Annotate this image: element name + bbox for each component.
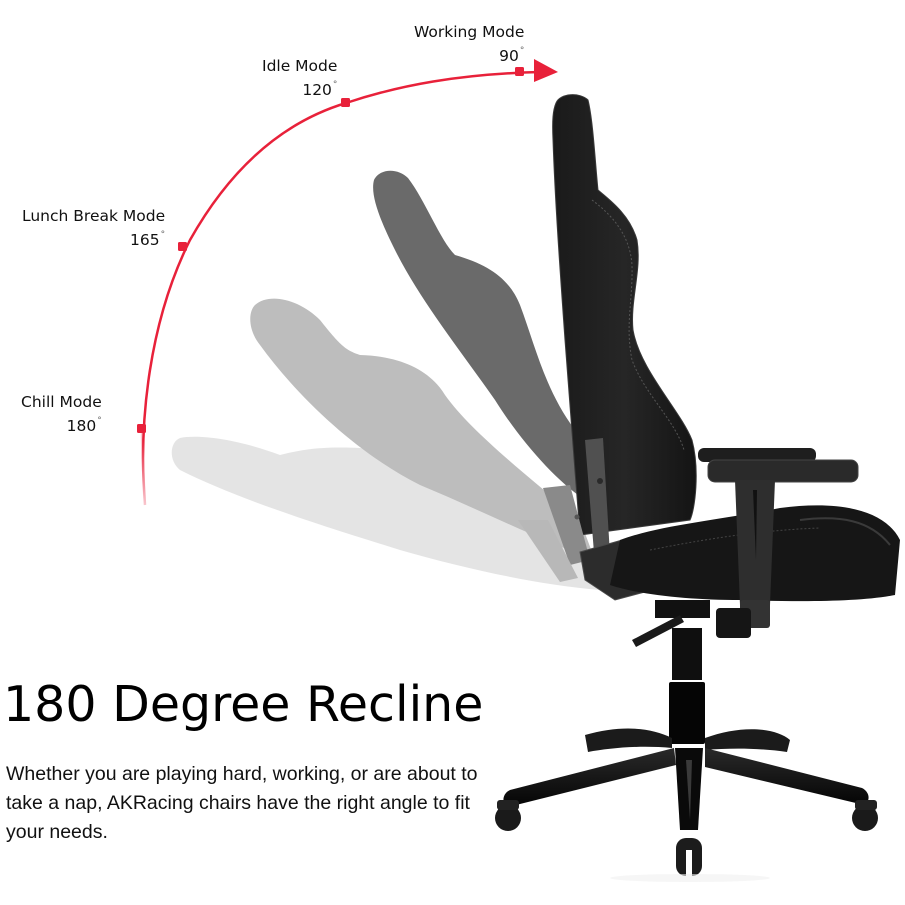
mode-angle: 165° xyxy=(130,230,166,249)
mode-name: Lunch Break Mode xyxy=(22,207,166,225)
chair-casters xyxy=(495,800,878,882)
mode-label-working: Working Mode 90° xyxy=(414,23,524,66)
chair-mechanism xyxy=(632,600,751,744)
chair-backrest xyxy=(552,94,697,536)
mode-angle: 90° xyxy=(499,46,525,65)
mode-label-idle: Idle Mode 120° xyxy=(262,57,337,100)
recline-arc xyxy=(137,59,558,506)
ghost-backrest-120 xyxy=(373,170,585,501)
mode-name: Chill Mode xyxy=(21,393,102,411)
mode-label-lunch-break: Lunch Break Mode 165° xyxy=(22,207,165,250)
ghost-backrest-180 xyxy=(171,436,600,590)
mode-name: Idle Mode xyxy=(262,57,338,75)
chair-armrest xyxy=(698,448,859,628)
mode-label-chill: Chill Mode 180° xyxy=(21,393,102,436)
body-copy: Whether you are playing hard, working, o… xyxy=(6,763,478,843)
chair-base xyxy=(503,728,869,830)
marker-120 xyxy=(341,98,350,107)
marker-180 xyxy=(137,424,146,433)
mode-angle: 180° xyxy=(66,416,102,435)
marker-165 xyxy=(178,242,187,251)
ghost-backrest-165 xyxy=(250,298,595,560)
mode-name: Working Mode xyxy=(414,23,525,41)
headline: 180 Degree Recline xyxy=(3,676,484,733)
arrow-head-icon xyxy=(534,59,558,82)
mode-angle: 120° xyxy=(302,80,338,99)
marker-90 xyxy=(515,67,524,76)
